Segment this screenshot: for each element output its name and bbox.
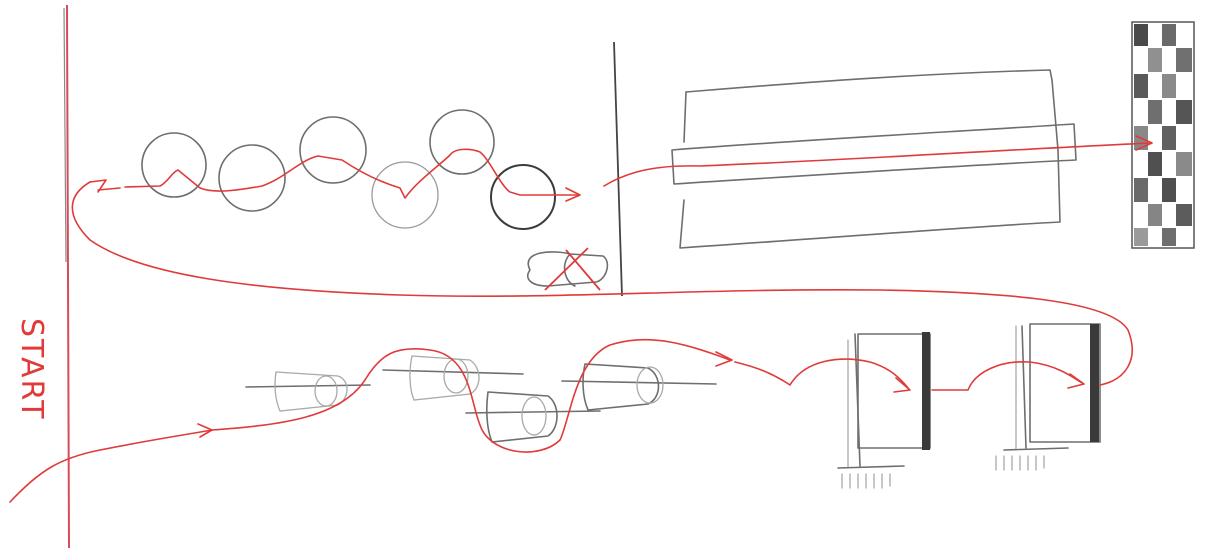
flow-logs: [212, 340, 730, 452]
flow-return-loop: [72, 182, 1132, 385]
log-3: [466, 392, 600, 442]
flow-between-units: [932, 362, 1082, 390]
flow-start: [10, 430, 212, 502]
roller-3: [300, 117, 366, 183]
press-block: [672, 70, 1076, 248]
margin-line-pencil: [64, 8, 66, 262]
rejected-item: [528, 248, 608, 290]
press-unit-2: [996, 324, 1100, 470]
roller-4: [372, 162, 438, 228]
station-divider: [614, 42, 622, 296]
roller-1: [142, 133, 206, 197]
margin-line: [67, 5, 69, 548]
start-label: START: [14, 318, 49, 421]
roller-2: [219, 145, 285, 211]
flow-press-1: [735, 359, 908, 388]
flow-path: [10, 136, 1152, 502]
drying-rack: [1132, 22, 1194, 248]
roller-6: [491, 165, 555, 229]
press-unit-1: [838, 332, 930, 488]
log-1: [246, 372, 370, 411]
